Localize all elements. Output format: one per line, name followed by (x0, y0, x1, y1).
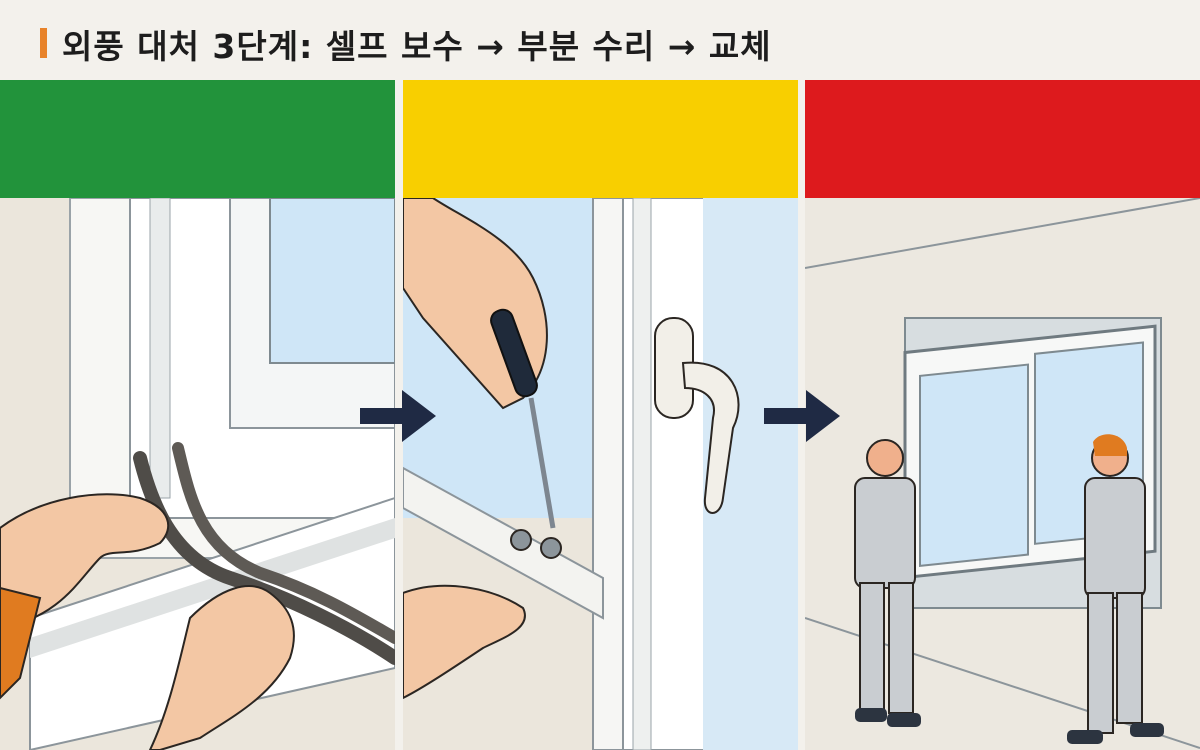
stage-panel-replacement (805, 80, 1200, 750)
replacement-illustration (805, 198, 1200, 750)
stage-panel-self-repair (0, 80, 395, 750)
partial-repair-illustration (403, 198, 798, 750)
right-arrow-icon (360, 390, 436, 442)
stage-color-band-red (805, 80, 1200, 198)
stage-color-band-yellow (403, 80, 798, 198)
right-arrow-icon (764, 390, 840, 442)
page-title: 외풍 대처 3단계: 셀프 보수 → 부분 수리 → 교체 (62, 27, 772, 66)
stage-panel-partial-repair (403, 80, 798, 750)
stage-color-band-green (0, 80, 395, 198)
page-header: 외풍 대처 3단계: 셀프 보수 → 부분 수리 → 교체 (0, 0, 1200, 80)
self-repair-illustration (0, 198, 395, 750)
title-accent-bar (40, 28, 47, 58)
